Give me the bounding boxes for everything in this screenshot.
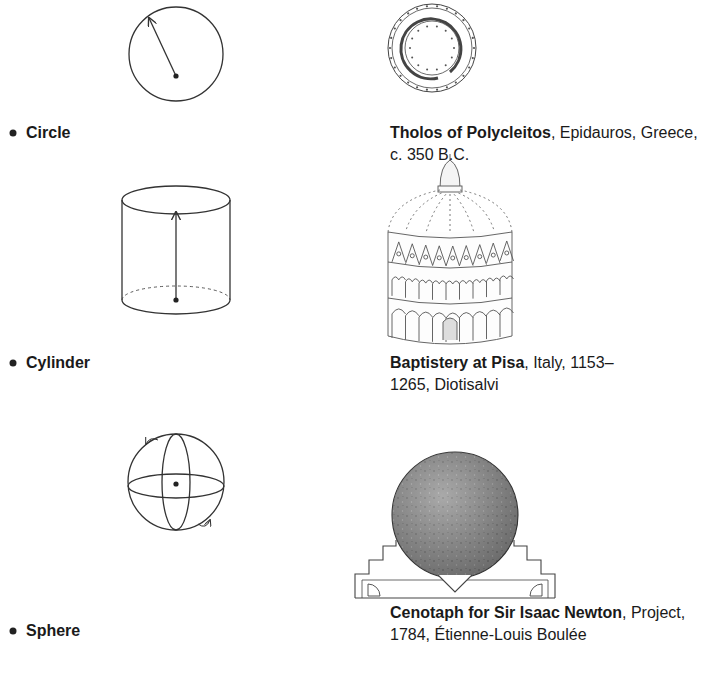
shape-name: Cylinder (26, 352, 90, 374)
bullets (10, 130, 17, 635)
building-name: Cenotaph for Sir Isaac Newton (390, 604, 622, 621)
baptistery-drawing (388, 154, 514, 344)
caption: Tholos of Polycleitos, Epidauros, Greece… (390, 122, 702, 166)
circle-sketch (129, 7, 223, 101)
cenotaph-section (355, 452, 555, 598)
building-name: Baptistery at Pisa (390, 354, 524, 371)
shape-name: Circle (26, 122, 70, 144)
building-name: Tholos of Polycleitos (390, 124, 551, 141)
cylinder-sketch (122, 186, 230, 314)
caption: Baptistery at Pisa, Italy, 1153–1265, Di… (390, 352, 640, 396)
shape-name: Sphere (26, 620, 80, 642)
tholos-plan (388, 4, 476, 92)
sphere-sketch (128, 434, 224, 530)
caption: Cenotaph for Sir Isaac Newton, Project, … (390, 602, 690, 646)
